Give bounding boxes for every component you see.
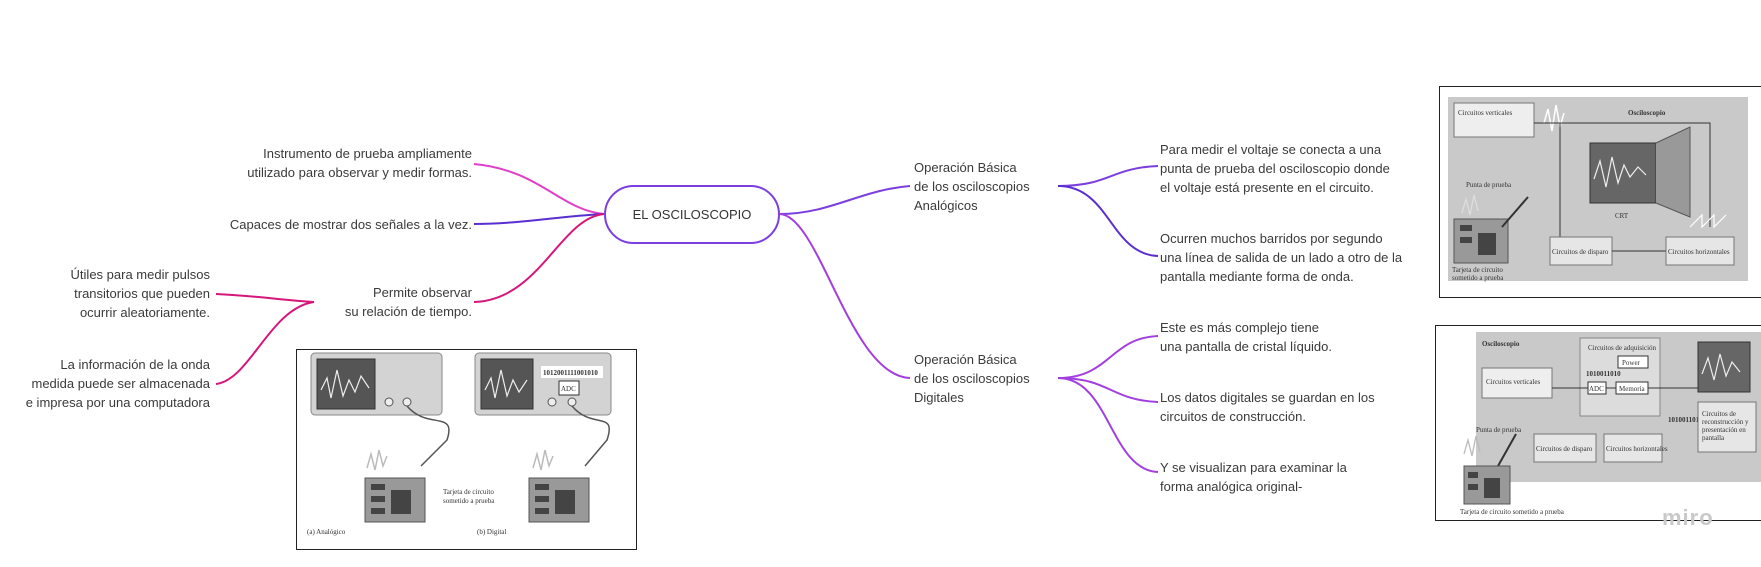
root-node[interactable]: EL OSCILOSCOPIO xyxy=(604,185,780,244)
digital-recon-line: presentación en xyxy=(1702,426,1746,434)
node-text-line: una línea de salida de un lado a otro de… xyxy=(1160,250,1403,265)
node-text-line: forma analógica original- xyxy=(1160,479,1303,494)
node-mas-complejo[interactable]: Este es más complejo tiene una pantalla … xyxy=(1160,318,1332,356)
digital-probe: Punta de prueba xyxy=(1476,426,1522,434)
connector-right-2 xyxy=(779,213,911,379)
connector-a2 xyxy=(1057,185,1159,257)
node-text-line: su relación de tiempo. xyxy=(344,304,472,319)
figure-analog-digital: 1012001111001010 ADC Tarjeta de circuito… xyxy=(296,349,637,550)
node-instrumento[interactable]: Instrumento de prueba ampliamente utiliz… xyxy=(247,144,472,182)
node-text-line: Operación Básica xyxy=(914,160,1017,175)
analog-horizontal: Circuitos horizontales xyxy=(1668,248,1730,256)
node-medir-voltaje[interactable]: Para medir el voltaje se conecta a una p… xyxy=(1160,140,1390,197)
node-text-line: utilizado para observar y medir formas. xyxy=(247,165,472,180)
card-label-line: Tarjeta de circuito xyxy=(443,488,494,496)
node-barridos[interactable]: Ocurren muchos barridos por segundo una … xyxy=(1160,229,1402,286)
node-text-line: Ocurren muchos barridos por segundo xyxy=(1160,231,1383,246)
analog-vertical: Circuitos verticales xyxy=(1458,109,1513,117)
node-text-line: Este es más complejo tiene xyxy=(1160,320,1319,335)
node-text-line: Capaces de mostrar dos señales a la vez. xyxy=(229,217,472,232)
digital-title: Osciloscopio xyxy=(1482,340,1520,348)
digital-horizontal: Circuitos horizontales xyxy=(1606,445,1668,453)
node-text-line: e impresa por una computadora xyxy=(25,395,210,410)
node-text-line: Permite observar xyxy=(373,285,472,300)
digital-card: Tarjeta de circuito sometido a prueba xyxy=(1460,508,1565,516)
node-text-line: circuitos de construcción. xyxy=(1160,409,1306,424)
digital-code-text: 1012001111001010 xyxy=(543,369,598,377)
miro-watermark: miro xyxy=(1662,505,1714,530)
node-datos-digitales[interactable]: Los datos digitales se guardan en los ci… xyxy=(1160,388,1375,426)
node-op-digitales[interactable]: Operación Básica de los osciloscopios Di… xyxy=(914,350,1030,407)
node-informacion[interactable]: La información de la onda medida puede s… xyxy=(26,355,210,412)
node-text-line: Para medir el voltaje se conecta a una xyxy=(1160,142,1382,157)
digital-power: Power xyxy=(1622,359,1641,367)
node-text-line: Analógicos xyxy=(914,198,978,213)
digital-recon-line: reconstrucción y xyxy=(1702,418,1749,426)
connector-d3 xyxy=(1057,377,1159,473)
digital-vertical: Circuitos verticales xyxy=(1486,378,1541,386)
node-text-line: punta de prueba del osciloscopio donde xyxy=(1160,161,1390,176)
connector-sub-1 xyxy=(215,293,315,303)
digital-recon-line: pantalla xyxy=(1702,434,1725,442)
analog-crt: CRT xyxy=(1615,212,1629,220)
node-text-line: La información de la onda xyxy=(60,357,210,372)
node-text-line: Digitales xyxy=(914,390,964,405)
node-text-line: una pantalla de cristal líquido. xyxy=(1160,339,1333,354)
node-text-line: ocurrir aleatoriamente. xyxy=(79,305,210,320)
root-label: EL OSCILOSCOPIO xyxy=(632,207,752,222)
digital-acquisition: Circuitos de adquisición xyxy=(1588,344,1657,352)
node-text-line: de los osciloscopios xyxy=(914,179,1030,194)
analog-trigger: Circuitos de disparo xyxy=(1552,248,1609,256)
node-text-line: Instrumento de prueba ampliamente xyxy=(263,146,472,161)
caption-analog: (a) Analógico xyxy=(307,528,346,536)
digital-memory: Memoria xyxy=(1619,385,1646,393)
analog-card-line: Tarjeta de circuito xyxy=(1452,266,1503,274)
node-text-line: Los datos digitales se guardan en los xyxy=(1160,390,1375,405)
connector-right-1 xyxy=(779,185,911,215)
node-text-line: pantalla mediante forma de onda. xyxy=(1160,269,1354,284)
node-text-line: transitorios que pueden xyxy=(74,286,210,301)
connector-left-3 xyxy=(473,213,605,303)
digital-recon-line: Circuitos de xyxy=(1702,410,1736,418)
node-text-line: Y se visualizan para examinar la xyxy=(1160,460,1347,475)
card-label-line: sometido a prueba xyxy=(443,497,495,505)
node-text-line: Operación Básica xyxy=(914,352,1017,367)
node-permite-observar[interactable]: Permite observar su relación de tiempo. xyxy=(345,283,472,321)
node-text-line: de los osciloscopios xyxy=(914,371,1030,386)
connector-a1 xyxy=(1057,165,1159,187)
analog-title: Osciloscopio xyxy=(1628,109,1666,117)
caption-digital: (b) Digital xyxy=(477,528,506,536)
node-dos-senales[interactable]: Capaces de mostrar dos señales a la vez. xyxy=(230,215,472,234)
analog-card-line: sometido a prueba xyxy=(1452,274,1504,282)
connector-sub-2 xyxy=(215,301,315,385)
connector-left-2 xyxy=(473,213,605,225)
digital-code-1: 1010011010 xyxy=(1586,370,1621,378)
node-text-line: medida puede ser almacenada xyxy=(31,376,210,391)
node-text-line: Útiles para medir pulsos xyxy=(70,267,210,282)
analog-probe: Punta de prueba xyxy=(1466,181,1512,189)
figure-digital-block-diagram: Osciloscopio Circuitos de adquisición Po… xyxy=(1435,325,1761,521)
node-text-line: el voltaje está presente en el circuito. xyxy=(1160,180,1374,195)
connector-d1 xyxy=(1057,335,1159,379)
digital-adc: ADC xyxy=(1589,385,1604,393)
adc-label: ADC xyxy=(561,385,576,393)
digital-code-2: 1010011010 xyxy=(1668,416,1703,424)
digital-trigger: Circuitos de disparo xyxy=(1536,445,1593,453)
node-visualizan[interactable]: Y se visualizan para examinar la forma a… xyxy=(1160,458,1347,496)
node-pulsos[interactable]: Útiles para medir pulsos transitorios qu… xyxy=(71,265,210,322)
connector-left-1 xyxy=(473,163,605,215)
node-op-analogicos[interactable]: Operación Básica de los osciloscopios An… xyxy=(914,158,1030,215)
connector-d2 xyxy=(1057,377,1159,403)
figure-analog-block-diagram: Osciloscopio Circuitos verticales CRT Pu… xyxy=(1439,86,1761,298)
